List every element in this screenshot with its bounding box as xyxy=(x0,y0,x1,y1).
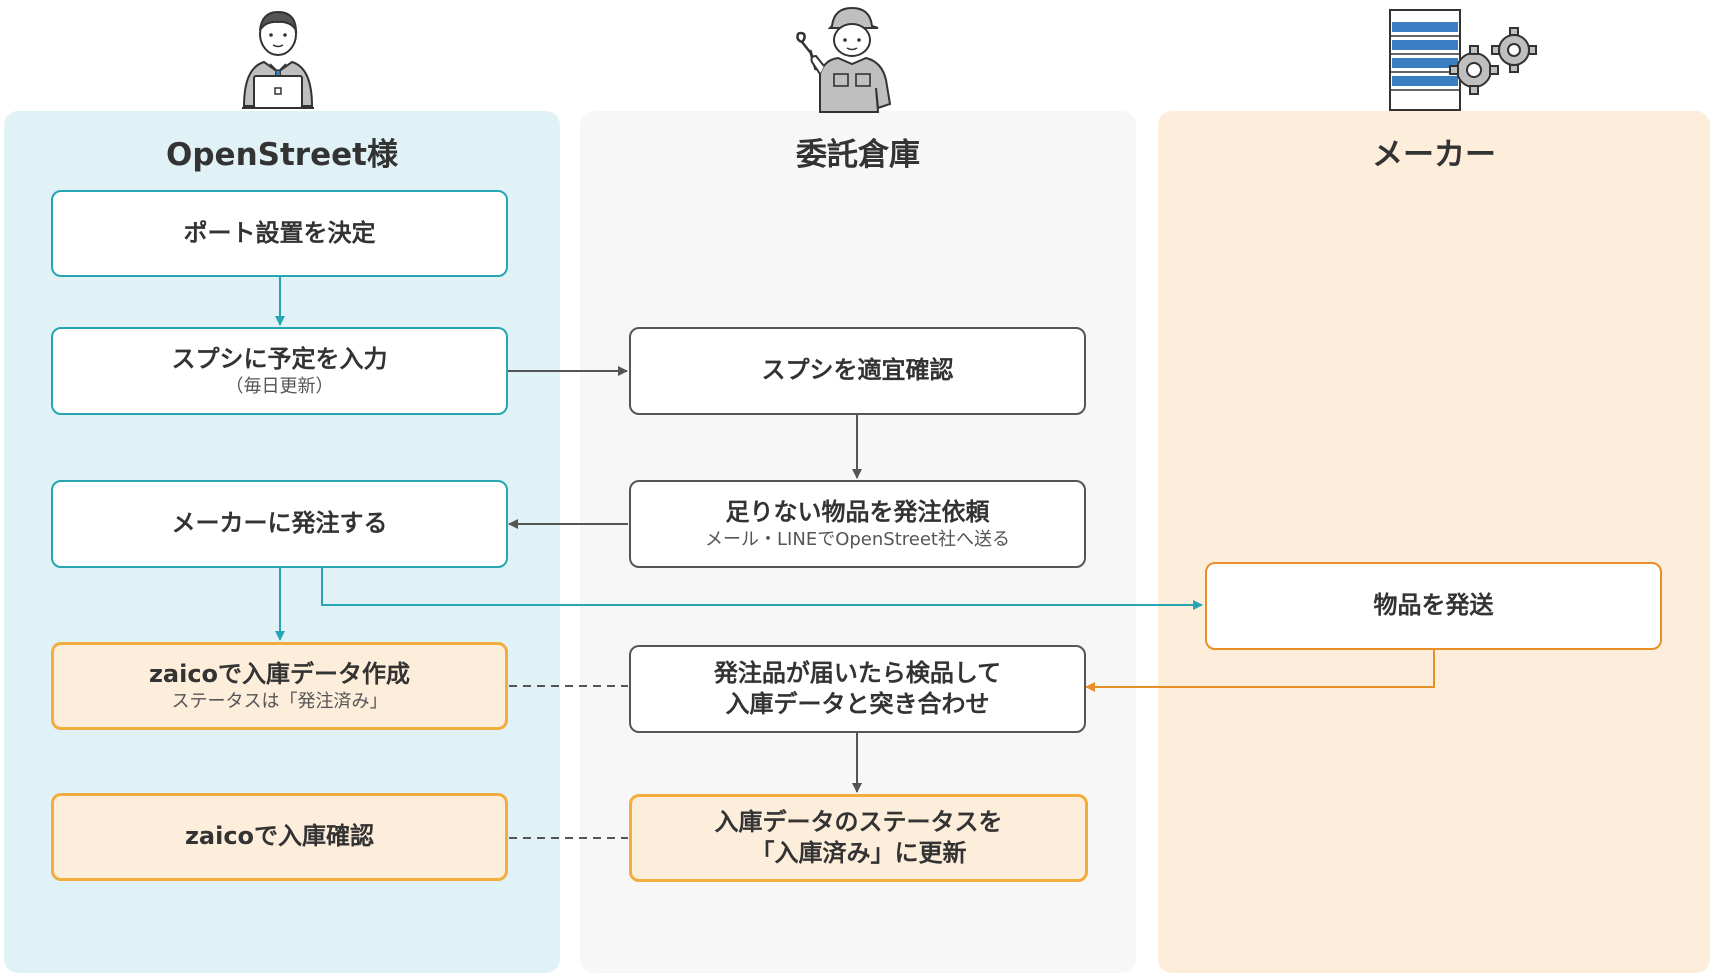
lane-title-maker: メーカー xyxy=(1372,137,1496,173)
lane-title-warehouse: 委託倉庫 xyxy=(796,137,920,173)
box-order-maker: メーカーに発注する xyxy=(51,480,508,568)
box-spreadsheet-input-sub: （毎日更新） xyxy=(225,375,334,397)
box-spreadsheet-check-label: スプシを適宜確認 xyxy=(761,356,954,385)
box-port-decide-label: ポート設置を決定 xyxy=(183,218,376,247)
box-inspect-line2: 入庫データと突き合わせ xyxy=(725,690,990,718)
lane-title-openstreet: OpenStreet様 xyxy=(166,137,398,173)
box-status-update-line2: 「入庫済み」に更新 xyxy=(750,839,967,867)
box-spreadsheet-input-label: スプシに予定を入力 xyxy=(171,344,388,373)
box-order-request-sub: メール・LINEでOpenStreet社へ送る xyxy=(705,528,1010,550)
box-spreadsheet-input: スプシに予定を入力 （毎日更新） xyxy=(51,327,508,415)
box-order-maker-label: メーカーに発注する xyxy=(171,509,388,538)
box-order-request-label: 足りない物品を発注依頼 xyxy=(725,497,990,526)
box-port-decide: ポート設置を決定 xyxy=(51,190,508,277)
box-inspect: 発注品が届いたら検品して 入庫データと突き合わせ xyxy=(629,645,1086,733)
box-zaico-create: zaicoで入庫データ作成 ステータスは「発注済み」 xyxy=(51,642,508,730)
office-worker-icon xyxy=(242,10,314,109)
box-ship-goods: 物品を発送 xyxy=(1205,562,1662,650)
lane-maker: メーカー xyxy=(1158,111,1710,973)
box-order-request: 足りない物品を発注依頼 メール・LINEでOpenStreet社へ送る xyxy=(629,480,1086,568)
server-gears-icon xyxy=(1389,9,1537,111)
box-zaico-create-sub: ステータスは「発注済み」 xyxy=(171,690,388,712)
box-ship-goods-label: 物品を発送 xyxy=(1373,591,1494,620)
box-spreadsheet-check: スプシを適宜確認 xyxy=(629,327,1086,415)
warehouse-worker-icon xyxy=(796,6,892,113)
box-zaico-check-label: zaicoで入庫確認 xyxy=(184,822,375,851)
box-zaico-check: zaicoで入庫確認 xyxy=(51,793,508,881)
box-zaico-create-label: zaicoで入庫データ作成 xyxy=(148,659,411,688)
box-inspect-line1: 発注品が届いたら検品して xyxy=(713,658,1002,687)
box-status-update: 入庫データのステータスを 「入庫済み」に更新 xyxy=(629,794,1088,882)
box-status-update-line1: 入庫データのステータスを xyxy=(714,807,1003,836)
